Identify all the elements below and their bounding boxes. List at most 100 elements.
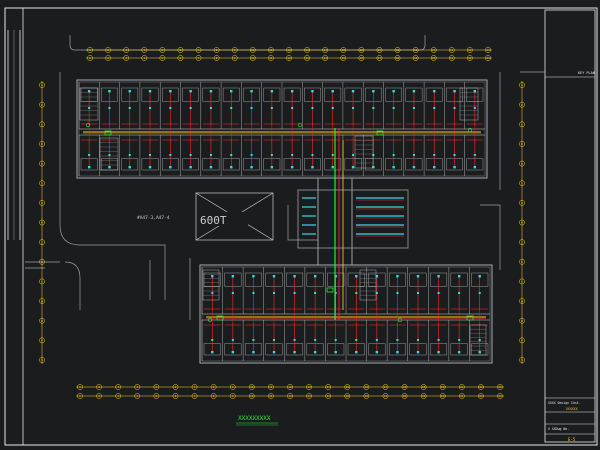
axis-bubble-label: D [521, 142, 523, 146]
axis-bubble [39, 141, 45, 147]
south-wing [199, 264, 493, 364]
site-roads [25, 35, 545, 320]
light-fixture [392, 90, 395, 93]
axis-bubble-label: 20 [432, 56, 436, 60]
light-fixture [334, 351, 337, 354]
axis-bubble-label: 18 [396, 48, 400, 52]
axis-bubble-label: 10 [250, 394, 254, 398]
axis-bubble [458, 384, 465, 390]
axis-bubble-label: 18 [403, 385, 407, 389]
light-fixture [416, 351, 420, 354]
light-fixture [372, 154, 375, 156]
axis-bubble-label: 14 [326, 385, 330, 389]
axis-bubble [213, 47, 220, 53]
light-fixture [211, 275, 214, 278]
axis-bubble-label: 1 [89, 56, 91, 60]
drawing-title-group: XXXXXXXXX [236, 415, 278, 426]
light-fixture [128, 166, 131, 169]
distribution-panel [104, 130, 112, 136]
axis-bubble-label: 23 [498, 394, 502, 398]
axis-bubble-label: 18 [403, 394, 407, 398]
axis-bubble-label: 1 [89, 48, 91, 52]
axis-bubble-label: 10 [250, 385, 254, 389]
light-fixture [209, 90, 213, 93]
drawing-number-label: X XXDwg No. [548, 427, 569, 431]
axis-bubble-label: 20 [432, 48, 436, 52]
light-fixture [473, 154, 476, 156]
light-fixture [231, 351, 235, 354]
axis-bubble [268, 393, 274, 399]
axis-bubble [376, 47, 383, 53]
light-fixture [230, 166, 233, 169]
axis-bubble [77, 384, 83, 390]
axis-bubble [105, 47, 111, 53]
axis-bubble-label: 6 [175, 394, 177, 398]
axis-bubble-label: 15 [342, 56, 346, 60]
light-fixture [313, 275, 317, 278]
axis-bubble [213, 55, 220, 61]
light-fixture [372, 166, 375, 169]
axis-bubble [519, 200, 525, 206]
axis-bubble-label: 10 [251, 48, 255, 52]
axis-bubble-label: 3 [117, 394, 119, 398]
axis-bubble [322, 55, 329, 61]
axis-bubble [519, 101, 525, 108]
axis-bubble [458, 393, 465, 399]
axis-bubble-label: 9 [234, 48, 236, 52]
distribution-panel [466, 315, 474, 321]
axis-bubble-label: 4 [136, 385, 138, 389]
light-fixture [209, 107, 212, 109]
light-fixture [169, 166, 172, 169]
axis-bubble-label: 21 [460, 394, 464, 398]
light-fixture [355, 292, 358, 294]
axis-bubble-label: 11 [269, 48, 273, 52]
axis-bubble-label: 15 [346, 394, 350, 398]
axis-bubble [519, 141, 525, 147]
axis-bubble-label: 11 [269, 385, 273, 389]
light-fixture [412, 107, 415, 109]
axis-bubble [306, 384, 312, 390]
sheet-border [4, 7, 598, 446]
light-fixture [412, 90, 416, 93]
light-fixture [437, 351, 440, 354]
light-fixture [375, 292, 378, 294]
axis-bubble [39, 317, 45, 324]
axis-bubble [497, 384, 503, 390]
light-fixture [128, 90, 131, 93]
axis-bubble [39, 180, 45, 187]
axis-bubble [519, 357, 525, 363]
axis-bubble-label: J [41, 240, 43, 244]
light-fixture [149, 107, 152, 109]
axis-bubble [141, 47, 148, 53]
light-fixture [87, 166, 91, 169]
axis-bubble-label: C [41, 122, 43, 126]
axis-bubble [439, 384, 446, 390]
axis-bubble [39, 357, 45, 363]
light-fixture [270, 166, 274, 169]
light-fixture [478, 351, 481, 354]
light-fixture [250, 154, 253, 156]
axis-bubble-label: H [521, 221, 523, 225]
light-fixture [252, 292, 255, 294]
light-fixture [189, 154, 192, 156]
axis-bubble [340, 55, 347, 61]
axis-bubble [115, 384, 122, 390]
axis-bubble [287, 384, 293, 390]
light-fixture [189, 90, 192, 93]
axis-bubble [191, 393, 198, 399]
axis-bubble-label: M [41, 299, 43, 303]
axis-bubble [363, 384, 370, 390]
axis-bubble [363, 393, 370, 399]
light-fixture [437, 275, 440, 278]
light-fixture [396, 292, 399, 294]
light-fixture [478, 339, 481, 341]
axis-bubble-label: 13 [305, 56, 309, 60]
light-fixture [169, 90, 172, 93]
light-fixture [108, 90, 111, 93]
light-fixture [252, 351, 255, 354]
wing-outline [76, 79, 488, 179]
light-fixture [375, 351, 379, 354]
axis-bubble [249, 55, 256, 61]
